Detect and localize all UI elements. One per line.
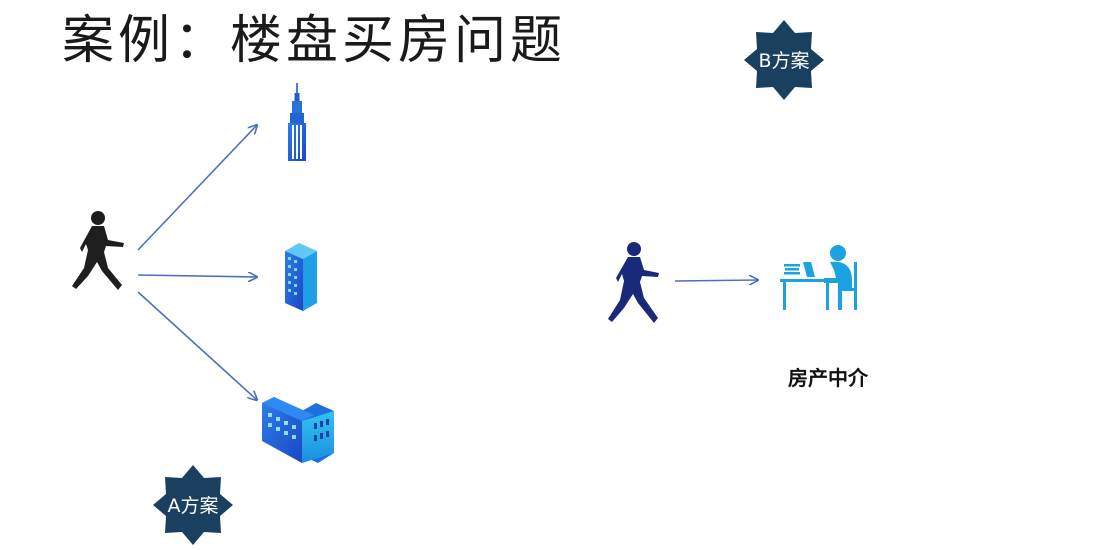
page-title: 案例：楼盘买房问题 — [62, 11, 567, 71]
arrow-buyer-agent — [674, 280, 758, 281]
plan-a-label: A方案 — [168, 495, 219, 517]
agent-at-desk-icon — [780, 245, 857, 310]
plan-a-badge: A方案 — [153, 465, 233, 545]
arrow-a-lowrise — [137, 291, 257, 400]
plan-b-label: B方案 — [758, 50, 809, 72]
agent-label: 房产中介 — [788, 366, 868, 390]
buyer-b-icon — [608, 242, 659, 323]
buyer-a-icon — [72, 211, 124, 290]
lowrise-building-icon — [262, 397, 334, 463]
arrow-a-block — [137, 275, 257, 277]
arrow-a-tower — [137, 125, 257, 251]
apartment-block-icon — [285, 243, 317, 311]
plan-b-badge: B方案 — [744, 20, 824, 100]
skyscraper-icon — [288, 83, 306, 161]
